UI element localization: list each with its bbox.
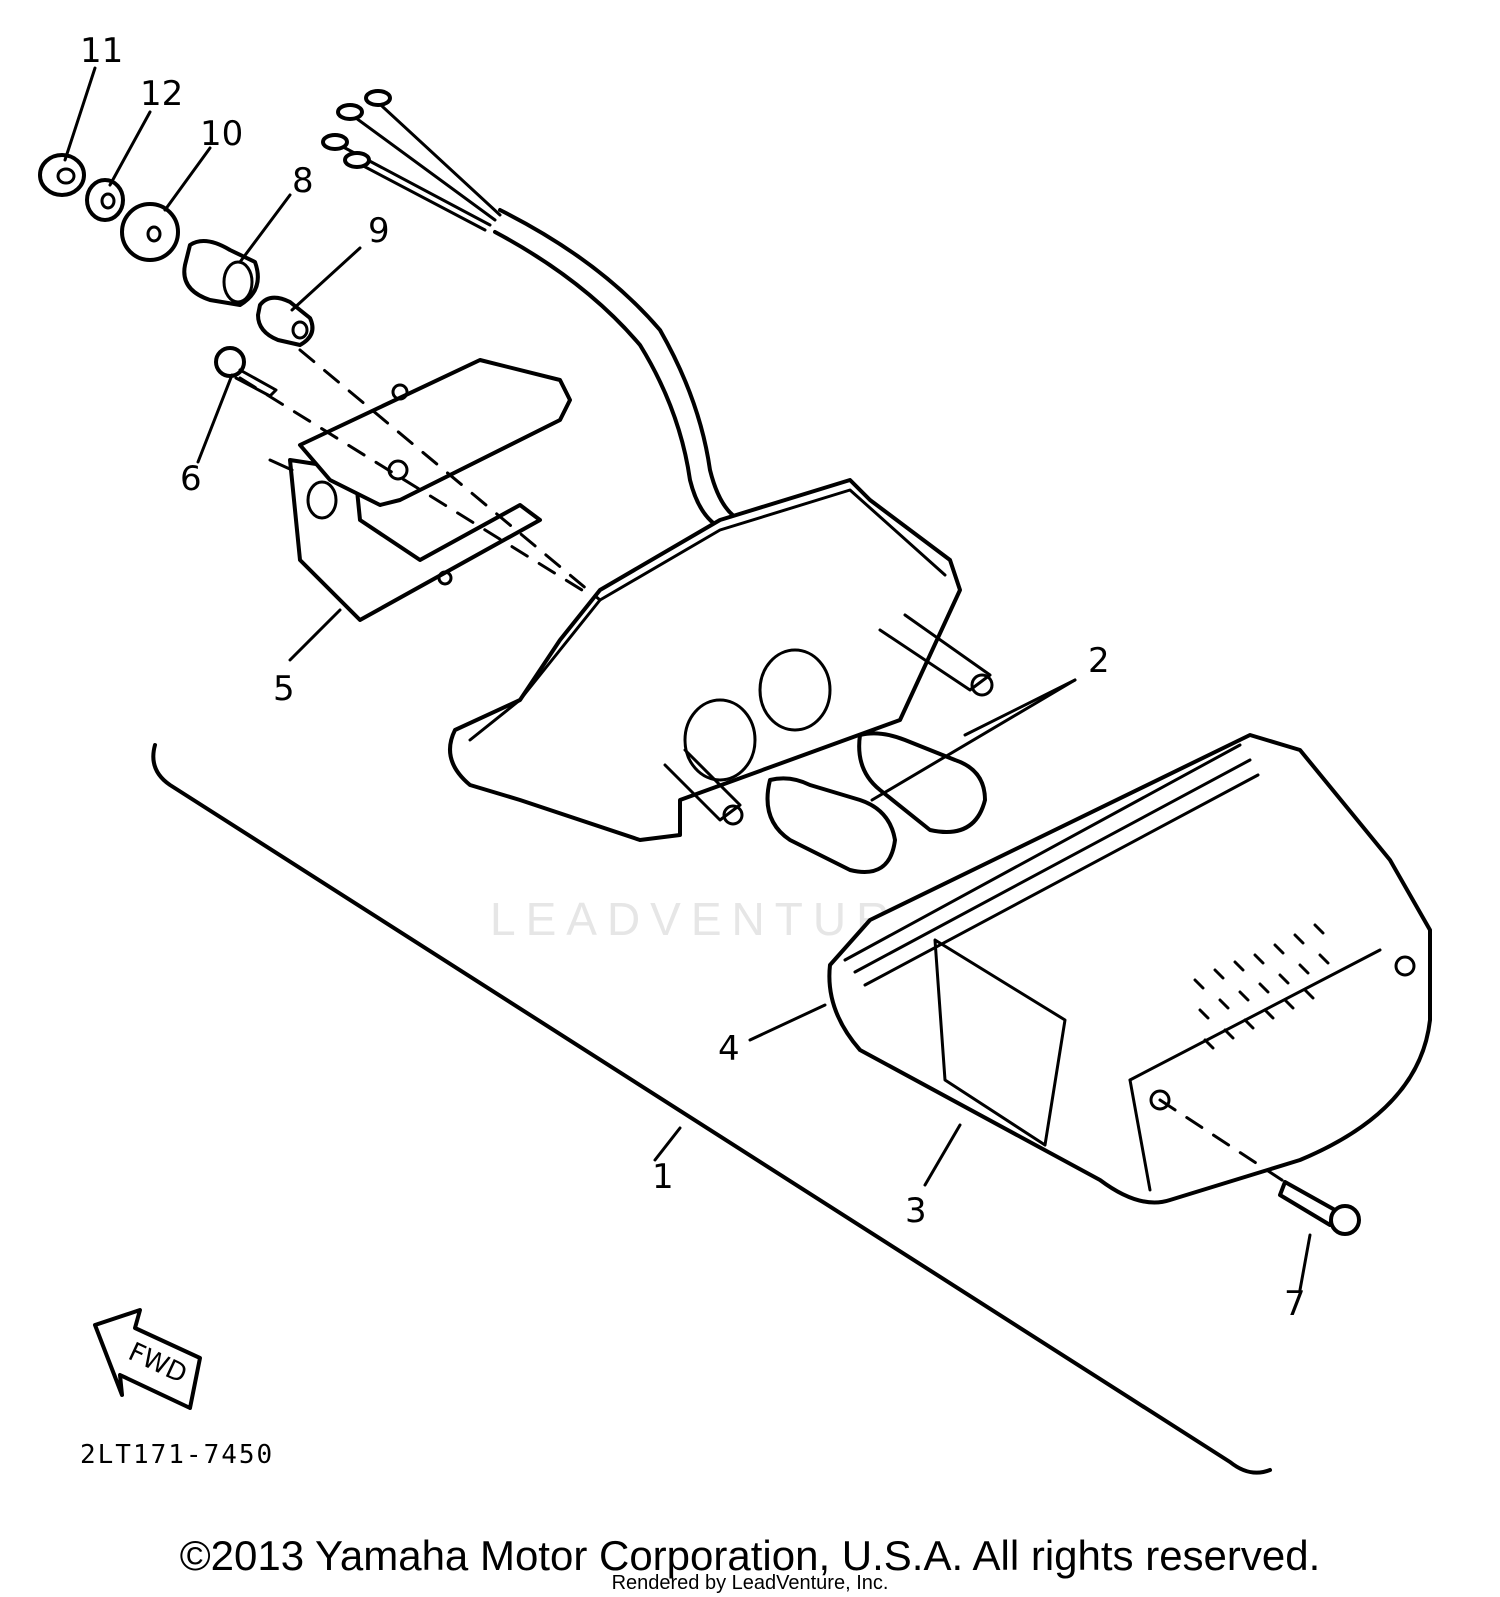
- callout-11: 11: [80, 31, 123, 71]
- lens-part-3: [827, 733, 1432, 1205]
- rendered-by-text: Rendered by LeadVenture, Inc.: [611, 1572, 889, 1594]
- washer-part-10: [120, 202, 180, 262]
- copyright-text: ©2013 Yamaha Motor Corporation, U.S.A. A…: [179, 1532, 1321, 1579]
- bracket-part-5: [268, 358, 572, 622]
- bulb-part-2: [765, 731, 987, 874]
- callout-9: 9: [368, 211, 390, 251]
- nut-part-11: [38, 153, 86, 197]
- assembly-bracket: [151, 743, 1272, 1475]
- reflector-dots: [1193, 923, 1330, 1050]
- collar-part-9: [256, 295, 315, 347]
- screw-part-7: [1278, 1180, 1361, 1236]
- callout-10: 10: [200, 114, 243, 154]
- callout-1: 1: [652, 1157, 674, 1197]
- callout-7: 7: [1284, 1284, 1306, 1324]
- forward-arrow-icon: FWD: [93, 1308, 202, 1410]
- wire-harness: [321, 89, 742, 532]
- grommet-part-8: [182, 239, 260, 307]
- callout-2: 2: [1088, 641, 1110, 681]
- callout-8: 8: [292, 161, 314, 201]
- callout-6: 6: [180, 459, 202, 499]
- callout-leaders: [63, 66, 1312, 1292]
- callout-5: 5: [273, 669, 295, 709]
- part-code: 2LT171-7450: [80, 1440, 274, 1470]
- callout-4: 4: [718, 1029, 740, 1069]
- callout-3: 3: [905, 1191, 927, 1231]
- callout-12: 12: [140, 74, 183, 114]
- washer-part-12: [85, 178, 125, 222]
